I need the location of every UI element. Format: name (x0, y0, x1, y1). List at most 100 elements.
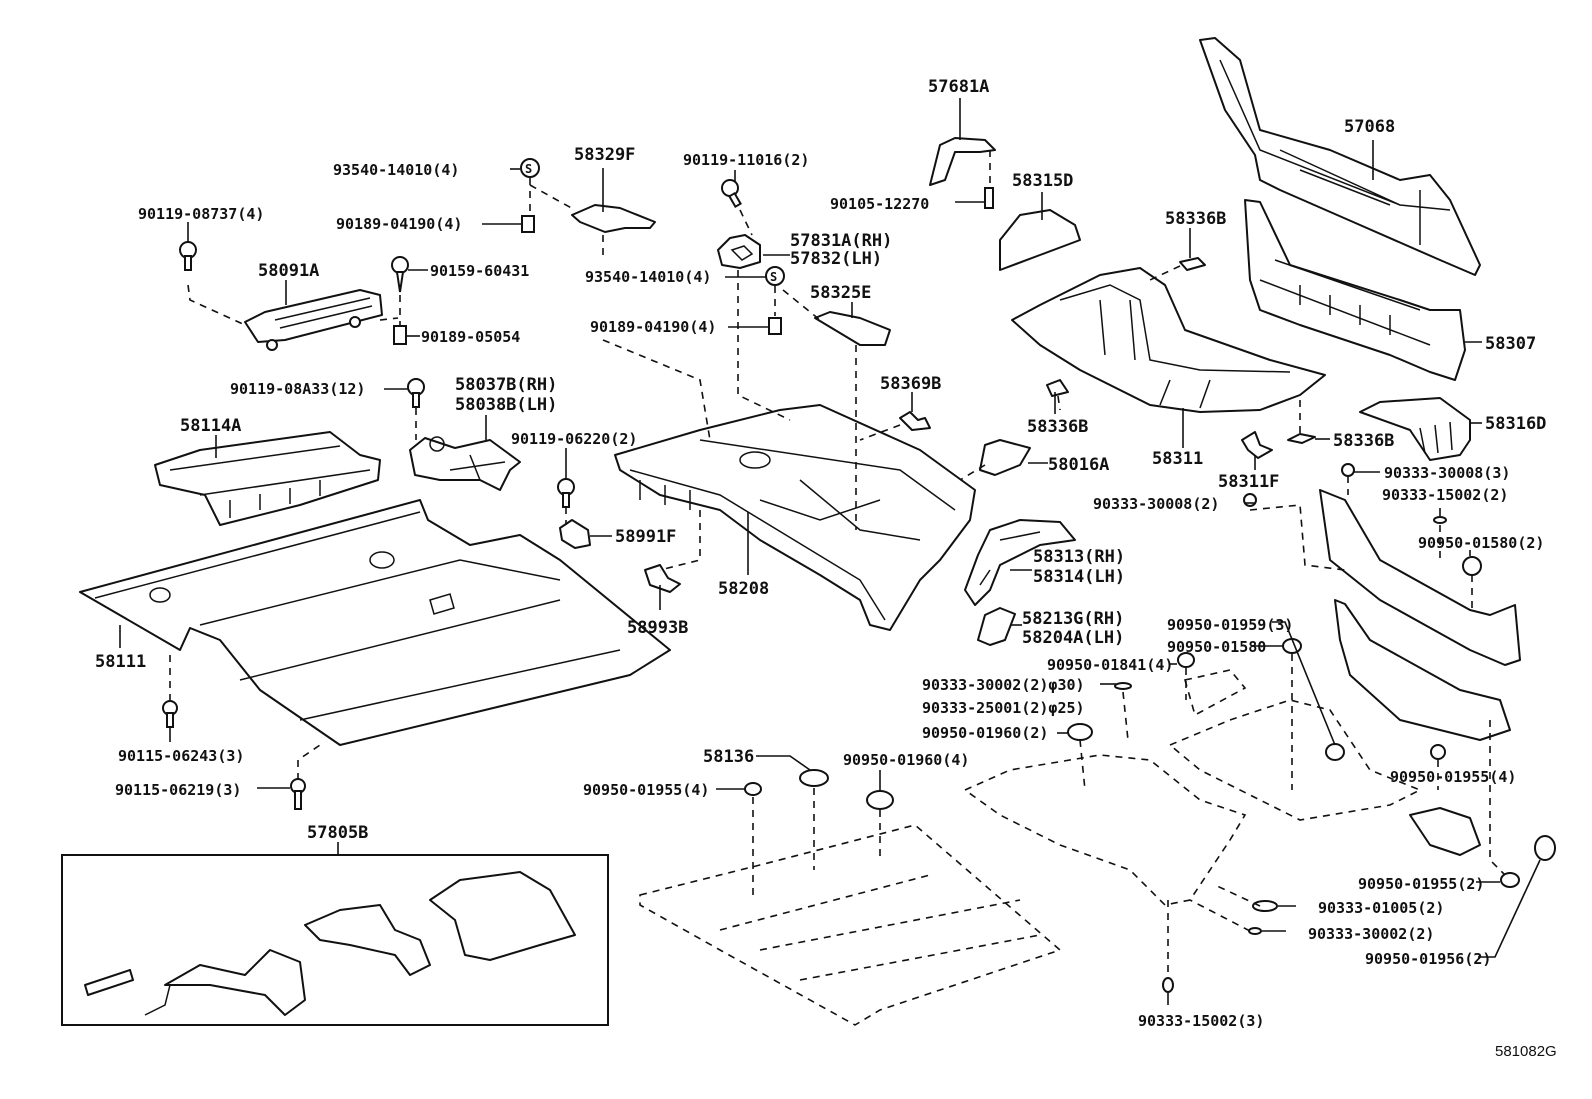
part-58311F[interactable] (1241, 431, 1273, 459)
label-58204A-LH[interactable]: 58204A(LH) (1022, 628, 1124, 648)
part-58325E[interactable] (814, 311, 891, 346)
label-90950-01956[interactable]: 90950-01956(2) (1365, 950, 1491, 968)
label-90950-01955-2[interactable]: 90950-01955(2) (1358, 875, 1484, 893)
label-57681A[interactable]: 57681A (928, 77, 989, 97)
bolt-icon[interactable] (984, 187, 994, 209)
label-58325E[interactable]: 58325E (810, 283, 871, 303)
label-58114A[interactable]: 58114A (180, 416, 241, 436)
label-90950-01959[interactable]: 90950-01959(3) (1167, 616, 1293, 634)
label-90115-06219[interactable]: 90115-06219(3) (115, 781, 241, 799)
label-58038B-LH[interactable]: 58038B(LH) (455, 395, 557, 415)
part-58213G-58204A[interactable] (977, 607, 1016, 646)
label-58315D[interactable]: 58315D (1012, 171, 1073, 191)
part-58114A[interactable] (154, 431, 381, 526)
label-90119-08A33[interactable]: 90119-08A33(12) (230, 380, 365, 398)
part-front-floor-insulator[interactable] (639, 824, 1062, 1026)
hole-plug-icon[interactable] (1248, 927, 1262, 935)
hole-plug-icon[interactable] (866, 790, 894, 810)
label-90333-30002-phi30[interactable]: 90333-30002(2)φ30) (922, 676, 1085, 694)
part-58091A[interactable] (244, 289, 383, 351)
hole-plug-icon[interactable] (1243, 493, 1257, 507)
label-58037B-RH[interactable]: 58037B(RH) (455, 375, 557, 395)
label-58208[interactable]: 58208 (718, 579, 769, 599)
label-58336B-middle[interactable]: 58336B (1027, 417, 1088, 437)
bolt-icon[interactable] (721, 179, 742, 209)
label-58111[interactable]: 58111 (95, 652, 146, 672)
part-58336B-c[interactable] (1287, 433, 1316, 444)
hole-plug-icon[interactable] (1430, 744, 1446, 760)
label-90333-30008-2[interactable]: 90333-30008(2) (1093, 495, 1219, 513)
label-90189-04190-lower[interactable]: 90189-04190(4) (590, 318, 716, 336)
label-90333-25001[interactable]: 90333-25001(2)φ25) (922, 699, 1085, 717)
label-90950-01960-2[interactable]: 90950-01960(2) (922, 724, 1048, 742)
hole-plug-icon[interactable] (1162, 977, 1174, 993)
clip-icon[interactable] (768, 317, 782, 335)
part-58016A[interactable] (979, 439, 1031, 476)
part-57068-rear-panel-upper[interactable] (1199, 37, 1481, 276)
part-58311-rear-floor-pan[interactable] (1011, 267, 1326, 413)
label-90950-01960-4[interactable]: 90950-01960(4) (843, 751, 969, 769)
spring-nut-icon[interactable]: S (520, 158, 540, 178)
clip-icon[interactable] (521, 215, 535, 233)
part-58329F[interactable] (571, 204, 656, 233)
spring-nut-icon[interactable]: S (765, 266, 785, 286)
label-90119-06220[interactable]: 90119-06220(2) (511, 430, 637, 448)
label-90333-30002-2[interactable]: 90333-30002(2) (1308, 925, 1434, 943)
part-57831A-57832[interactable] (717, 234, 761, 269)
hole-plug-icon[interactable] (1341, 463, 1355, 477)
part-58369B[interactable] (899, 411, 931, 431)
label-90119-11016[interactable]: 90119-11016(2) (683, 151, 809, 169)
label-58311F[interactable]: 58311F (1218, 472, 1279, 492)
label-90950-01955-4-right[interactable]: 90950-01955(4) (1390, 768, 1516, 786)
label-58991F[interactable]: 58991F (615, 527, 676, 547)
label-90333-01005[interactable]: 90333-01005(2) (1318, 899, 1444, 917)
hole-plug-icon[interactable] (1114, 682, 1132, 690)
label-90115-06243[interactable]: 90115-06243(3) (118, 747, 244, 765)
label-90189-05054[interactable]: 90189-05054 (421, 328, 520, 346)
label-57805B[interactable]: 57805B (307, 823, 368, 843)
label-90333-15002-3[interactable]: 90333-15002(3) (1138, 1012, 1264, 1030)
label-58307[interactable]: 58307 (1485, 334, 1536, 354)
label-58993B[interactable]: 58993B (627, 618, 688, 638)
part-58315D[interactable] (999, 209, 1081, 271)
label-58016A[interactable]: 58016A (1048, 455, 1109, 475)
hole-plug-icon[interactable] (1177, 652, 1195, 668)
part-58316D[interactable] (1359, 397, 1471, 461)
bolt-icon[interactable] (162, 700, 178, 728)
part-58111-front-floor-pan[interactable] (79, 499, 671, 746)
part-58336B-b[interactable] (1046, 379, 1069, 397)
label-58314-LH[interactable]: 58314(LH) (1033, 567, 1125, 587)
part-58313-58314[interactable] (964, 519, 1076, 606)
hole-plug-icon[interactable] (1462, 556, 1482, 576)
part-rear-side-panel-upper[interactable] (1319, 489, 1521, 666)
hole-plug-icon[interactable] (1252, 900, 1278, 912)
part-58307-rear-panel-lower[interactable] (1244, 199, 1466, 381)
hole-plug-icon[interactable] (744, 782, 762, 796)
label-90950-01580-2[interactable]: 90950-01580(2) (1418, 534, 1544, 552)
label-90189-04190-top[interactable]: 90189-04190(4) (336, 215, 462, 233)
hole-plug-icon[interactable] (1500, 872, 1520, 888)
part-57681A[interactable] (929, 137, 996, 186)
label-90333-30008-3[interactable]: 90333-30008(3) (1384, 464, 1510, 482)
part-rear-floor-insulator[interactable] (963, 669, 1481, 906)
hole-plug-icon[interactable] (799, 769, 829, 787)
hole-plug-icon[interactable] (1433, 516, 1447, 524)
label-58316D[interactable]: 58316D (1485, 414, 1546, 434)
label-90950-01580[interactable]: 90950-01580 (1167, 638, 1266, 656)
part-58037B-58038B[interactable] (409, 436, 521, 491)
screw-icon[interactable] (391, 256, 409, 293)
part-58208-rear-floor-member[interactable] (614, 404, 976, 631)
kit-57805B[interactable] (61, 854, 609, 1026)
label-58213G-RH[interactable]: 58213G(RH) (1022, 609, 1124, 629)
label-90950-01955-4-left[interactable]: 90950-01955(4) (583, 781, 709, 799)
part-58993B[interactable] (644, 564, 681, 593)
label-58091A[interactable]: 58091A (258, 261, 319, 281)
hole-plug-icon[interactable] (1067, 723, 1093, 741)
bolt-icon[interactable] (407, 378, 425, 408)
label-58136[interactable]: 58136 (703, 747, 754, 767)
label-57832-LH[interactable]: 57832(LH) (790, 249, 882, 269)
bolt-icon[interactable] (179, 241, 197, 271)
label-90105-12270[interactable]: 90105-12270 (830, 195, 929, 213)
label-90119-08737[interactable]: 90119-08737(4) (138, 205, 264, 223)
label-57831A-RH[interactable]: 57831A(RH) (790, 231, 892, 251)
